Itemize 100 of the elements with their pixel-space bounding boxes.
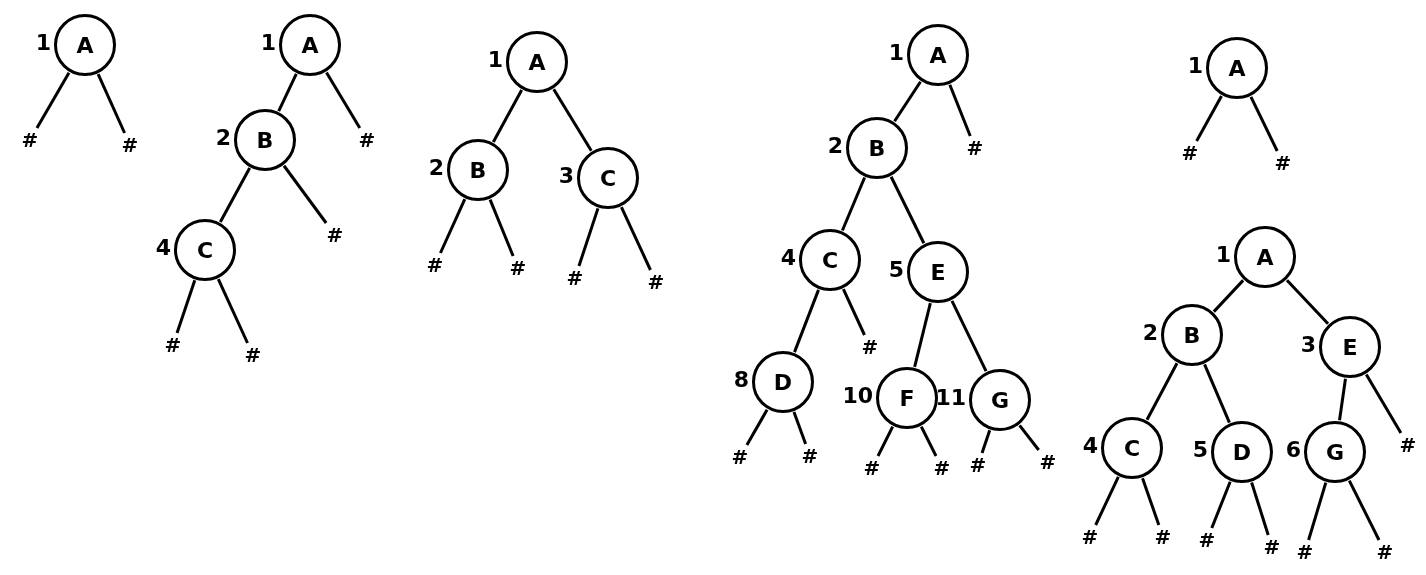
- node-number: 2: [827, 135, 843, 157]
- tree-edge: [980, 429, 992, 454]
- node-number: 1: [260, 32, 276, 54]
- tree-node-circle: [174, 219, 236, 281]
- null-marker: #: [862, 456, 882, 480]
- node-number: 2: [1142, 322, 1158, 344]
- null-marker: #: [1273, 151, 1293, 175]
- tree-edge: [792, 411, 808, 445]
- null-marker: #: [1375, 540, 1395, 564]
- null-marker: #: [357, 128, 377, 152]
- node-number: 11: [935, 387, 966, 409]
- tree-edge: [1250, 482, 1270, 536]
- tree-edge: [216, 278, 249, 344]
- node-letter: C: [1123, 435, 1141, 461]
- node-letter: E: [1342, 334, 1358, 360]
- tree-edge: [325, 71, 362, 129]
- tree-edge: [1203, 363, 1231, 424]
- null-marker: #: [1153, 525, 1173, 549]
- tree-edge: [1365, 373, 1403, 434]
- null-marker: #: [860, 335, 880, 359]
- node-letter: A: [301, 32, 319, 58]
- tree-edge: [1195, 95, 1223, 142]
- null-marker: #: [1262, 535, 1282, 559]
- node-number: 8: [733, 369, 749, 391]
- node-letter: A: [929, 42, 947, 68]
- null-marker: #: [325, 223, 345, 247]
- node-number: 1: [1187, 55, 1203, 77]
- tree-edge: [492, 89, 523, 143]
- tree-edge: [950, 300, 988, 372]
- tree-edge: [439, 198, 467, 254]
- tree-edge: [889, 176, 926, 244]
- null-marker: #: [1295, 540, 1315, 564]
- node-letter: E: [930, 259, 946, 285]
- tree-edge: [219, 167, 251, 223]
- tree-edge: [1307, 482, 1328, 541]
- tree-edge: [577, 207, 600, 267]
- tree-edge: [913, 302, 932, 368]
- node-letter: A: [528, 49, 546, 75]
- null-marker: #: [1080, 525, 1100, 549]
- tree-edge: [1094, 476, 1120, 526]
- tree-edge: [842, 288, 866, 336]
- null-marker: #: [163, 333, 183, 357]
- node-number: 1: [35, 32, 51, 54]
- tree-edge: [876, 425, 895, 457]
- node-letter: A: [1256, 244, 1274, 270]
- node-number: 2: [215, 127, 231, 149]
- node-letter: C: [196, 237, 214, 263]
- node-letter: D: [773, 369, 793, 395]
- null-marker: #: [965, 136, 985, 160]
- tree-edge: [1145, 362, 1179, 421]
- null-marker: #: [1180, 141, 1200, 165]
- tree-edge: [620, 206, 652, 271]
- null-marker: #: [800, 444, 820, 468]
- null-marker: #: [425, 253, 445, 277]
- node-number: 5: [1192, 439, 1208, 461]
- node-number: 3: [1300, 334, 1316, 356]
- node-number: 6: [1285, 439, 1301, 461]
- node-number: 10: [842, 385, 873, 407]
- tree-edge: [1249, 96, 1279, 152]
- node-letter: D: [1232, 439, 1252, 465]
- node-letter: A: [1228, 55, 1246, 81]
- tree-edge: [893, 80, 922, 123]
- node-letter: A: [76, 32, 94, 58]
- null-marker: #: [20, 128, 40, 152]
- node-letter: G: [990, 387, 1010, 413]
- null-marker: #: [968, 453, 988, 477]
- null-marker: #: [1398, 433, 1418, 457]
- tree-edge: [552, 88, 593, 152]
- node-number: 4: [780, 247, 796, 269]
- node-letter: B: [868, 135, 886, 161]
- node-number: 1: [487, 49, 503, 71]
- node-letter: F: [899, 385, 915, 411]
- tree-edge: [745, 409, 769, 446]
- node-letter: C: [821, 247, 839, 273]
- null-marker: #: [730, 445, 750, 469]
- node-number: 1: [1215, 244, 1231, 266]
- node-number: 1: [888, 42, 904, 64]
- node-letter: B: [469, 157, 487, 183]
- tree-edge: [1210, 481, 1232, 529]
- node-number: 5: [888, 259, 904, 281]
- node-number: 3: [558, 165, 574, 187]
- null-marker: #: [646, 270, 666, 294]
- tree-node-circle: [1161, 304, 1223, 366]
- tree-edge: [919, 425, 938, 457]
- node-number: 4: [155, 237, 171, 259]
- tree-edge: [35, 71, 71, 129]
- tree-edge: [841, 176, 866, 232]
- tree-node-circle: [1319, 316, 1381, 378]
- tree-node-circle: [1234, 226, 1296, 288]
- tree-edge: [948, 84, 972, 137]
- null-marker: #: [508, 256, 528, 280]
- null-marker: #: [1197, 528, 1217, 552]
- null-marker: #: [243, 343, 263, 367]
- tree-edge: [277, 73, 298, 112]
- node-number: 4: [1082, 435, 1098, 457]
- tree-edge: [1018, 424, 1040, 451]
- null-marker: #: [932, 456, 952, 480]
- node-letter: G: [1325, 439, 1345, 465]
- null-marker: #: [565, 266, 585, 290]
- tree-edge: [1285, 279, 1330, 325]
